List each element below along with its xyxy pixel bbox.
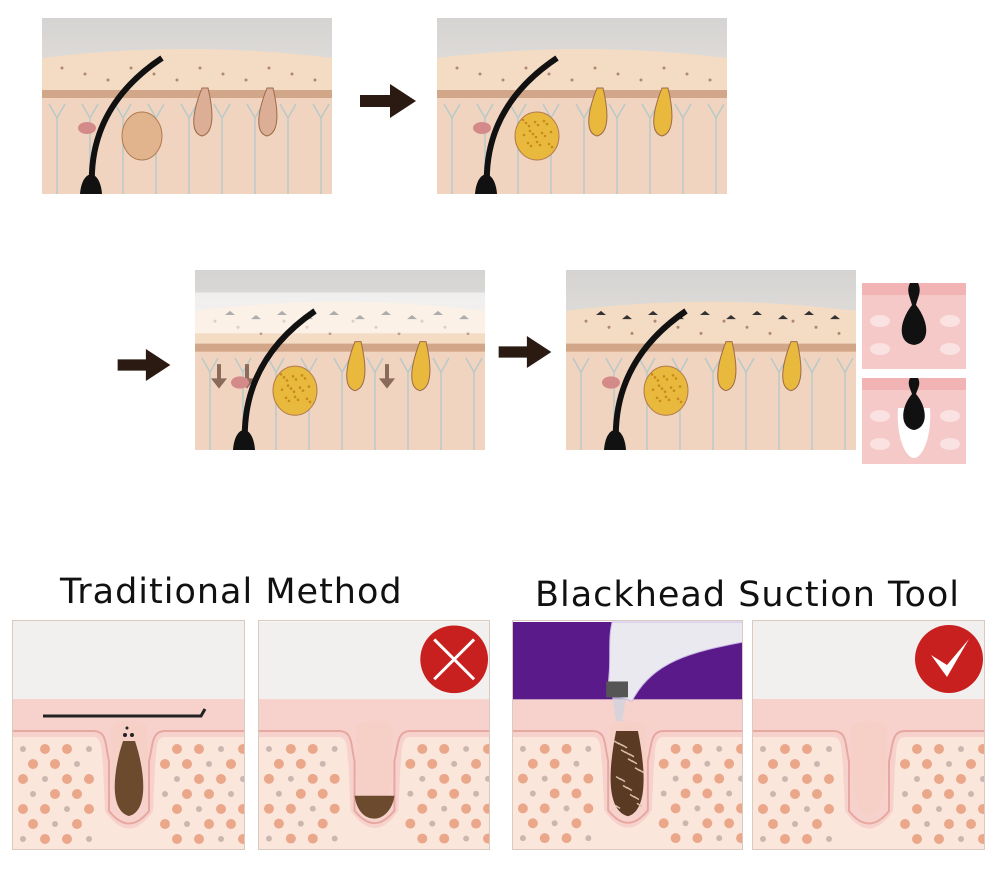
blackhead-shape (901, 283, 927, 345)
suction-during-panel (512, 620, 743, 850)
suction-tool-title: Blackhead Suction Tool (535, 575, 960, 615)
extractor-tool (43, 708, 207, 718)
blackhead-shape (903, 378, 925, 430)
hair (241, 308, 317, 445)
suction-device (606, 621, 742, 702)
arrow-right-icon (360, 84, 416, 118)
step-2-panel (437, 18, 727, 194)
cross-icon (420, 625, 489, 694)
traditional-before-panel (12, 620, 245, 850)
pore-closeup-before (862, 283, 966, 369)
check-icon (915, 625, 983, 693)
hair (612, 308, 688, 445)
traditional-after-panel (258, 620, 490, 850)
step-3-panel (195, 270, 485, 450)
step-4-panel (566, 270, 856, 450)
arrow-right-icon (498, 336, 552, 368)
traditional-method-title: Traditional Method (60, 572, 403, 612)
hair (88, 55, 164, 189)
hair (483, 55, 559, 189)
pore-closeup-after (862, 378, 966, 464)
arrow-right-icon (117, 349, 171, 381)
suction-after-panel (752, 620, 985, 850)
step-1-panel (42, 18, 332, 194)
